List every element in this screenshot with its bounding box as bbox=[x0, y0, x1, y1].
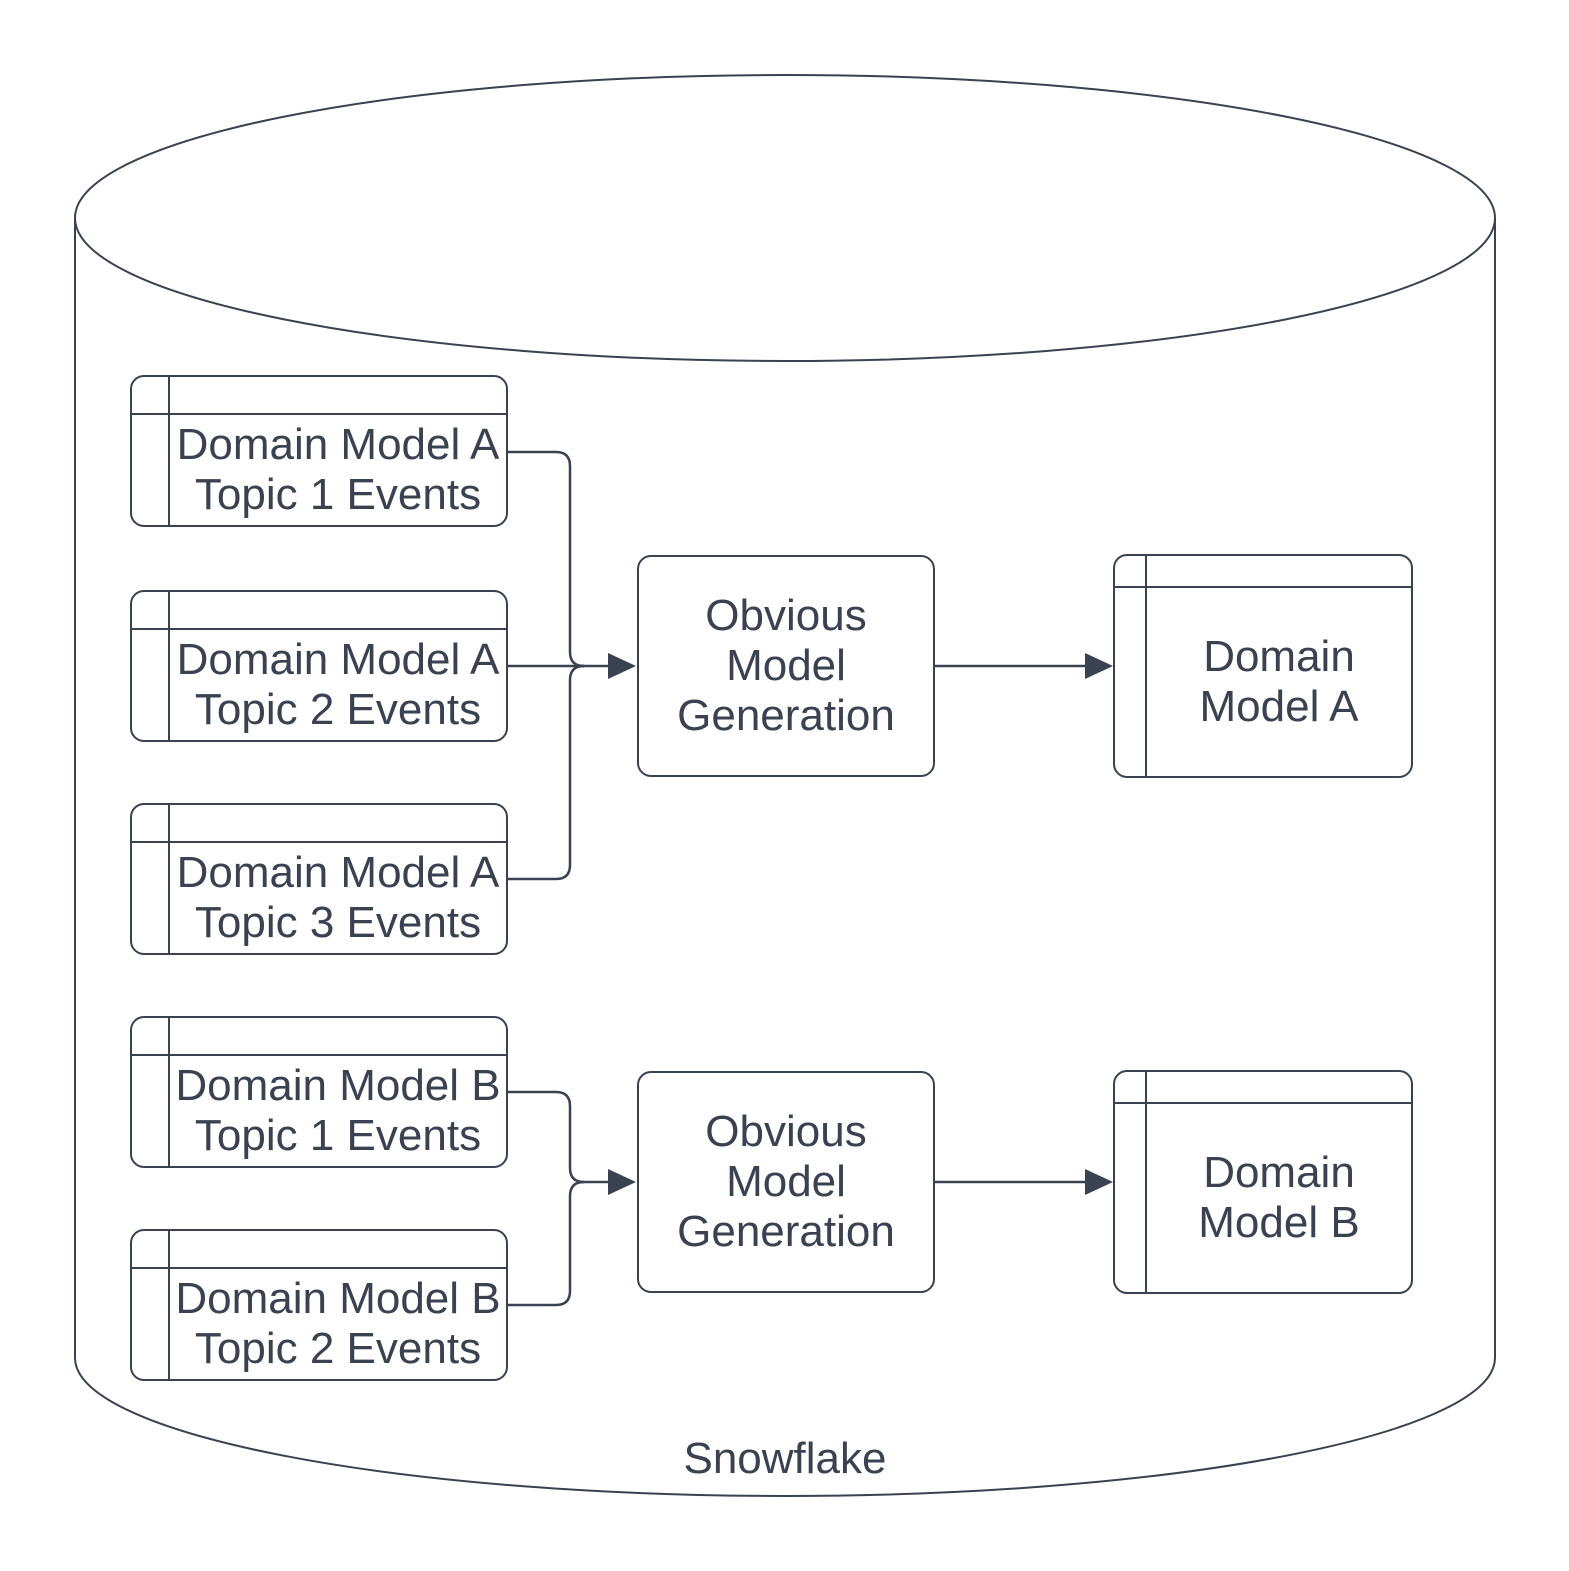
label-line: Generation bbox=[677, 691, 895, 740]
table-column-divider bbox=[168, 1231, 170, 1379]
table-column-divider bbox=[168, 805, 170, 953]
label-line: Topic 1 Events bbox=[194, 470, 482, 519]
label-line: Model bbox=[726, 1157, 846, 1206]
snowflake-label: Snowflake bbox=[683, 1434, 887, 1483]
label-line: Domain bbox=[1203, 1148, 1355, 1197]
table-node-domain-model-b: Domain Model B bbox=[1113, 1070, 1413, 1294]
label-line: Obvious bbox=[705, 591, 867, 640]
label-line: Generation bbox=[677, 1207, 895, 1256]
arrowhead-into-model-a bbox=[1085, 653, 1113, 679]
table-node-domain-model-a-topic-1-events: Domain Model A Topic 1 Events bbox=[130, 375, 508, 527]
table-node-label: Domain Model A Topic 3 Events bbox=[170, 843, 506, 953]
table-header-divider bbox=[132, 413, 506, 415]
table-node-label: Domain Model A Topic 2 Events bbox=[170, 630, 506, 740]
table-node-domain-model-a-topic-2-events: Domain Model A Topic 2 Events bbox=[130, 590, 508, 742]
table-node-label: Domain Model A Topic 1 Events bbox=[170, 415, 506, 525]
table-header-divider bbox=[1115, 1102, 1411, 1104]
table-header-divider bbox=[132, 841, 506, 843]
label-line: Domain Model A bbox=[176, 635, 500, 684]
connector-a-topic1-to-junction bbox=[508, 450, 585, 668]
connector-a-topic3-to-junction bbox=[508, 664, 585, 881]
label-line: Domain Model B bbox=[175, 1061, 501, 1110]
table-node-label: Domain Model A bbox=[1147, 588, 1411, 776]
label-line: Domain Model B bbox=[175, 1274, 501, 1323]
cylinder-body-outline bbox=[74, 218, 1496, 1497]
table-node-domain-model-b-topic-1-events: Domain Model B Topic 1 Events bbox=[130, 1016, 508, 1168]
connector-b-topic1-to-junction bbox=[508, 1090, 585, 1184]
table-header-divider bbox=[132, 1054, 506, 1056]
table-node-domain-model-a: Domain Model A bbox=[1113, 554, 1413, 778]
label-line: Model A bbox=[1199, 682, 1359, 731]
label-line: Model B bbox=[1198, 1198, 1360, 1247]
process-node-obvious-model-generation-a: Obvious Model Generation bbox=[637, 555, 935, 777]
label-line: Topic 3 Events bbox=[194, 898, 482, 947]
label-line: Topic 1 Events bbox=[194, 1111, 482, 1160]
label-line: Model bbox=[726, 641, 846, 690]
label-line: Topic 2 Events bbox=[194, 1324, 482, 1373]
label-line: Obvious bbox=[705, 1107, 867, 1156]
table-column-divider bbox=[168, 592, 170, 740]
table-node-domain-model-a-topic-3-events: Domain Model A Topic 3 Events bbox=[130, 803, 508, 955]
table-header-divider bbox=[1115, 586, 1411, 588]
table-node-label: Domain Model B Topic 1 Events bbox=[170, 1056, 506, 1166]
table-node-label: Domain Model B bbox=[1147, 1104, 1411, 1292]
table-header-divider bbox=[132, 628, 506, 630]
arrowhead-into-model-b bbox=[1085, 1169, 1113, 1195]
arrowhead-a-into-generation bbox=[608, 653, 636, 679]
label-line: Domain bbox=[1203, 632, 1355, 681]
table-column-divider bbox=[1145, 1072, 1147, 1292]
table-header-divider bbox=[132, 1267, 506, 1269]
table-column-divider bbox=[168, 377, 170, 525]
table-node-domain-model-b-topic-2-events: Domain Model B Topic 2 Events bbox=[130, 1229, 508, 1381]
snowflake-cylinder bbox=[74, 74, 1496, 1497]
cylinder-top-ellipse bbox=[74, 74, 1496, 362]
table-column-divider bbox=[1145, 556, 1147, 776]
connector-b-junction-to-generation bbox=[508, 1180, 585, 1307]
label-line: Topic 2 Events bbox=[194, 685, 482, 734]
process-node-obvious-model-generation-b: Obvious Model Generation bbox=[637, 1071, 935, 1293]
label-line: Domain Model A bbox=[176, 420, 500, 469]
table-column-divider bbox=[168, 1018, 170, 1166]
table-node-label: Domain Model B Topic 2 Events bbox=[170, 1269, 506, 1379]
arrowhead-b-into-generation bbox=[608, 1169, 636, 1195]
label-line: Domain Model A bbox=[176, 848, 500, 897]
